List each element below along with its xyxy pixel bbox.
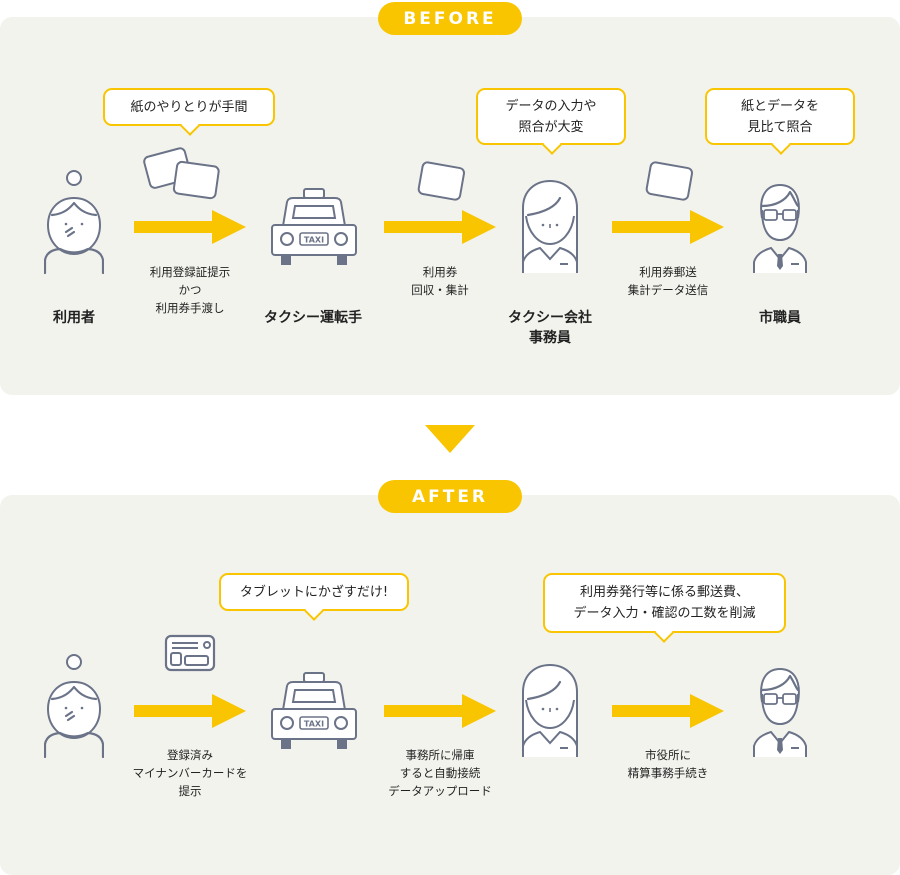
svg-text:TAXI: TAXI bbox=[304, 720, 324, 729]
bubble-text: 利用券発行等に係る郵送費、 bbox=[579, 585, 749, 600]
city-staff-icon bbox=[750, 180, 810, 278]
elderly-user-icon bbox=[43, 654, 105, 762]
bubble-text: 見比て照合 bbox=[747, 119, 813, 135]
svg-text:TAXI: TAXI bbox=[304, 236, 324, 245]
caption-driver-to-office: 利用券回収・集計 bbox=[411, 265, 469, 297]
arrow-right-icon bbox=[384, 210, 496, 244]
paper-ticket-icon bbox=[643, 159, 695, 206]
arrow-right-icon bbox=[134, 210, 246, 244]
paper-ticket-icon bbox=[170, 159, 221, 205]
my-number-card-icon bbox=[164, 634, 216, 676]
bubble-cost-reduction: 利用券発行等に係る郵送費、データ入力・確認の工数を削減 bbox=[543, 573, 786, 643]
bubble-paper-hassle: 紙のやりとりが手間 bbox=[103, 88, 275, 136]
role-driver: タクシー運転手 bbox=[264, 310, 362, 326]
bubble-text: タブレットにかざすだけ! bbox=[239, 584, 389, 600]
bubble-text: 紙とデータを bbox=[740, 98, 819, 114]
paper-ticket-icon bbox=[415, 159, 467, 206]
taxi-icon: TAXI bbox=[271, 672, 357, 754]
caption-driver-to-office: 事務所に帰庫すると自動接続データアップロード bbox=[388, 748, 492, 798]
arrow-right-icon bbox=[612, 210, 724, 244]
caption-office-to-city: 利用券郵送集計データ送信 bbox=[627, 265, 709, 297]
bubble-text: データの入力や bbox=[505, 98, 597, 114]
caption-user-to-driver: 登録済みマイナンバーカードを提示 bbox=[132, 748, 248, 798]
after-badge: AFTER bbox=[378, 480, 522, 513]
arrow-right-icon bbox=[134, 694, 246, 728]
elderly-user-icon bbox=[43, 170, 105, 278]
bubble-tablet: タブレットにかざすだけ! bbox=[219, 573, 409, 621]
arrow-right-icon bbox=[384, 694, 496, 728]
office-staff-icon bbox=[520, 179, 580, 278]
caption-user-to-driver: 利用登録証提示かつ利用券手渡し bbox=[149, 265, 231, 315]
bubble-compare: 紙とデータを見比て照合 bbox=[705, 88, 855, 155]
taxi-icon: TAXI bbox=[271, 188, 357, 270]
role-user: 利用者 bbox=[53, 310, 95, 326]
bubble-data-entry: データの入力や照合が大変 bbox=[476, 88, 626, 155]
role-city-staff: 市職員 bbox=[759, 310, 801, 326]
bubble-text: データ入力・確認の工数を削減 bbox=[573, 606, 756, 621]
down-arrow-icon bbox=[425, 425, 475, 453]
role-office-staff: タクシー会社事務員 bbox=[508, 310, 592, 346]
caption-office-to-city: 市役所に精算事務手続き bbox=[627, 748, 709, 780]
city-staff-icon bbox=[750, 664, 810, 762]
before-badge: BEFORE bbox=[378, 2, 522, 35]
office-staff-icon bbox=[520, 663, 580, 762]
bubble-text: 照合が大変 bbox=[518, 119, 584, 135]
arrow-right-icon bbox=[612, 694, 724, 728]
bubble-text: 紙のやりとりが手間 bbox=[130, 99, 248, 115]
